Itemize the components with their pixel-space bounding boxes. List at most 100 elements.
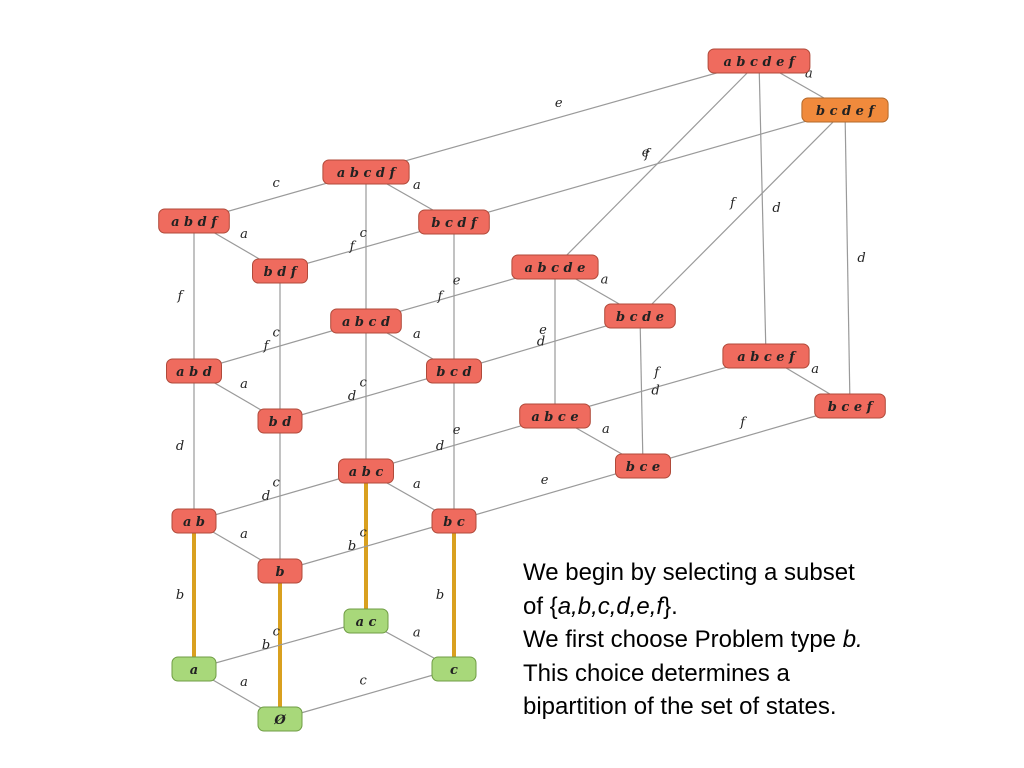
node-label-abce: a b c e (531, 410, 578, 425)
node-abcef: a b c e f (722, 343, 810, 369)
edge-label-ac-abc: b (348, 539, 356, 554)
edge-label-bce-bcef: f (739, 416, 747, 431)
edge-label-b-bc: c (359, 526, 367, 541)
edge-label-bc-abc: a (413, 477, 421, 492)
node-label-abcde: a b c d e (525, 261, 586, 276)
edge-label-abc-abce: e (453, 423, 461, 438)
edge-label-abcef-abcdef: d (772, 201, 780, 216)
node-bcef: b c e f (814, 393, 886, 419)
edge-abcdf-abcdef (365, 60, 760, 173)
edge-label-c-ac: a (413, 626, 421, 641)
caption-text: We begin by selecting a subset of {a,b,c… (523, 556, 993, 724)
node-label-bcdef: b c d e f (816, 104, 876, 119)
node-abcdf: a b c d f (322, 159, 410, 185)
caption-set-elements: a,b,c,d,e,f (557, 592, 664, 620)
edge-bcde-bcdef (639, 109, 846, 317)
node-box-abcef (722, 343, 810, 369)
node-label-abcdf: a b c d f (337, 166, 398, 181)
edge-abcef-abcdef (758, 60, 767, 357)
edge-label-bcef-bcdef: d (857, 251, 865, 266)
edge-label-c-bc: b (436, 588, 444, 603)
edge-label-bc-bce: e (541, 473, 549, 488)
edge-label-bd-bdf: f (263, 339, 271, 354)
caption-set-prefix: of { (523, 592, 558, 620)
edge-label-a-ab: b (176, 588, 184, 603)
caption-line-2: of {a,b,c,d,e,f}. (523, 590, 993, 624)
node-label-ac: a c (356, 615, 377, 630)
node-label-abd: a b d (176, 365, 212, 380)
edge-label-abce-abcef: f (653, 366, 661, 381)
caption-problem-prefix: We first choose Problem type (523, 626, 843, 653)
edge-label-abd-abcd: c (272, 326, 280, 341)
edge-label-bcd-abcd: a (413, 327, 421, 342)
node-ab: a b (171, 508, 217, 534)
edge-label-bcde-abcde: a (601, 272, 609, 287)
edge-label-abc-abcd: d (348, 389, 356, 404)
edge-label-a-ac: c (273, 625, 281, 640)
node-bc: b c (431, 508, 477, 534)
node-box-abcde (511, 254, 599, 280)
edge-label-bce-bcde: d (651, 384, 659, 399)
edge-label-bd-bcd: c (359, 376, 367, 391)
edge-label-abcdf-abcdef: e (555, 96, 563, 111)
node-box-abd (166, 358, 222, 384)
node-label-bcef: b c e f (828, 400, 875, 415)
node-box-bd (257, 408, 303, 434)
node-box-b (257, 558, 303, 584)
edge-label-ab-abc: c (272, 476, 280, 491)
node-label-bdf: b d f (264, 265, 299, 280)
edge-bcef-bcdef (844, 109, 851, 407)
edge-empty-c (279, 668, 455, 720)
edge-label-empty-a: a (240, 675, 248, 690)
edge-label-bd-abd: a (240, 377, 248, 392)
caption-line-1: We begin by selecting a subset (523, 559, 855, 586)
node-c: c (431, 656, 477, 682)
node-box-abcd (330, 308, 402, 334)
edge-label-bcdf-abcdf: a (413, 178, 421, 193)
node-label-abcef: a b c e f (737, 350, 797, 365)
node-bd: b d (257, 408, 303, 434)
node-box-abdf (158, 208, 230, 234)
node-bcdef: b c d e f (801, 97, 889, 123)
node-abcd: a b c d (330, 308, 402, 334)
node-abcdef: a b c d e f (707, 48, 811, 74)
node-abdf: a b d f (158, 208, 230, 234)
node-bce: b c e (615, 453, 671, 479)
edge-label-b-bd: d (262, 489, 270, 504)
node-box-c (431, 656, 477, 682)
edge-b-bc (279, 520, 455, 572)
node-label-bcdf: b c d f (431, 216, 479, 231)
edge-label-bcd-bcdf: f (437, 290, 445, 305)
node-box-a (171, 656, 217, 682)
node-box-abc (338, 458, 394, 484)
edge-label-abcde-abcdef: f (644, 147, 652, 162)
caption-line-5: bipartition of the set of states. (523, 693, 837, 720)
edge-label-bcdf-bcdef: e (642, 146, 650, 161)
node-label-ab: a b (183, 515, 205, 530)
node-abd: a b d (166, 358, 222, 384)
edge-label-empty-b: b (262, 638, 270, 653)
node-box-bcde (604, 303, 676, 329)
edge-label-bdf-abdf: a (240, 227, 248, 242)
node-box-abce (519, 403, 591, 429)
node-label-abdf: a b d f (171, 215, 219, 230)
node-label-abc: a b c (349, 465, 384, 480)
edge-label-abcd-abcde: e (453, 274, 461, 289)
node-bcd: b c d (426, 358, 482, 384)
edge-label-bcde-bcdef: f (729, 196, 737, 211)
node-a: a (171, 656, 217, 682)
node-label-bcd: b c d (436, 365, 471, 380)
node-box-bcdef (801, 97, 889, 123)
edge-a-ac (193, 620, 367, 670)
node-label-empty: Ø (273, 713, 286, 728)
edge-label-bdf-bcdf: c (360, 226, 368, 241)
node-label-abcdef: a b c d e f (723, 55, 796, 70)
node-box-bcef (814, 393, 886, 419)
node-box-bcd (426, 358, 482, 384)
edge-label-abcd-abcdf: f (349, 240, 357, 255)
edge-label-b-ab: a (240, 527, 248, 542)
edge-label-bcef-abcef: a (811, 362, 819, 377)
